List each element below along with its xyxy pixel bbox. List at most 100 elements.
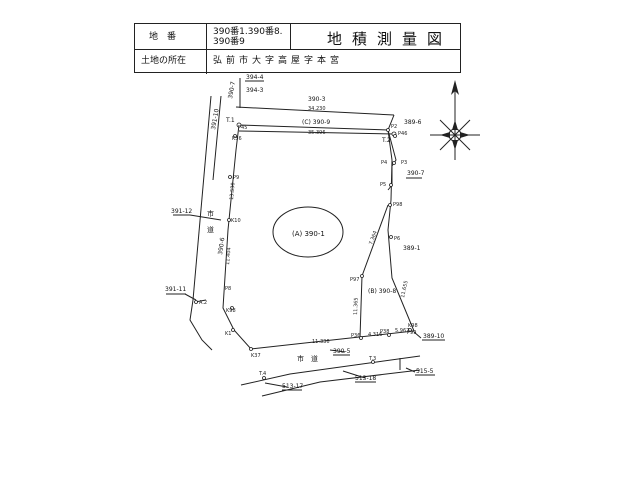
point-p36	[359, 336, 363, 340]
label-513-18: 513-18	[355, 375, 376, 382]
label-parcel-a: (A) 390-1	[292, 230, 325, 238]
label-389-10: 389-10	[423, 333, 444, 340]
label-390-7-right: 390-7	[407, 170, 425, 177]
point-t1	[236, 122, 242, 128]
location-label: 土地の所在	[141, 56, 187, 66]
leader-513-18	[342, 370, 366, 379]
label-p9: P9	[233, 175, 239, 181]
point-k37	[249, 347, 253, 351]
leader-389-10	[413, 331, 422, 339]
label-389-6: 389-6	[404, 119, 422, 126]
point-k98	[408, 328, 412, 332]
label-k10: K10	[231, 218, 241, 224]
point-p4	[392, 161, 396, 165]
road-bottom-label: 市 道	[297, 354, 318, 363]
label-k98-left: K98	[226, 308, 236, 314]
label-p3: P3	[401, 160, 407, 166]
label-390-6: 390-6	[217, 237, 226, 255]
point-p6	[389, 235, 393, 239]
label-t3: T.3	[368, 356, 376, 362]
dist-right-lower: 11.365	[353, 297, 360, 315]
leader-390-5	[329, 349, 346, 353]
leader-513-17	[264, 382, 288, 388]
label-394-3: 394-3	[246, 87, 264, 94]
dist-bottom-right-a: 4.316	[368, 332, 382, 338]
label-t2: T.2	[381, 137, 391, 144]
label-p99: P99	[407, 330, 416, 336]
label-p36: P36	[351, 333, 360, 339]
label-parcel-c: (C) 390-9	[302, 119, 330, 126]
label-p6: P6	[394, 236, 400, 242]
dist-bottom-right-b: 5.967	[395, 328, 409, 334]
dist-mid-left: 13.530	[229, 182, 237, 200]
document-title: 地積測量図	[327, 30, 453, 48]
label-k1: K1	[225, 331, 231, 337]
label-394-4: 394-4	[246, 74, 264, 81]
divider-b	[359, 204, 389, 339]
chiban-value-1: 390番1.390番8.	[213, 27, 283, 37]
point-t4	[262, 376, 266, 380]
label-p5: P5	[380, 182, 386, 188]
label-p2: P2	[391, 124, 397, 130]
label-p4: P4	[381, 160, 387, 166]
point-k1	[231, 328, 235, 332]
label-p45: P45	[238, 125, 247, 131]
road-left-outer	[192, 95, 212, 301]
boundary-right-top	[387, 114, 395, 131]
point-p2	[386, 128, 390, 132]
parcel-boundary	[222, 124, 415, 350]
header-row-divider	[135, 24, 460, 50]
label-t1: T.1	[225, 117, 235, 124]
road-bottom-upper	[240, 355, 421, 386]
road-bottom-lower	[261, 369, 421, 397]
label-390-3: 390-3	[308, 96, 326, 103]
point-a2	[194, 300, 198, 304]
label-p98: P98	[393, 202, 402, 208]
road-left-char-1: 市	[207, 209, 214, 218]
label-390-5: 390-5	[333, 348, 351, 355]
point-p38	[387, 333, 391, 337]
label-p38: P38	[380, 329, 389, 335]
boundary-top-upper	[235, 106, 395, 116]
point-p5	[389, 183, 393, 187]
header-col-divider-1	[206, 24, 207, 74]
dist-bottom: 11.336	[312, 339, 330, 345]
location-value: 弘前市大字高屋字本宮	[213, 56, 344, 66]
dist-right-far: 11.655	[400, 280, 410, 298]
label-k98: K98	[408, 323, 418, 329]
point-k10	[227, 218, 231, 222]
point-t3	[371, 360, 375, 364]
label-513-17: 513-17	[282, 383, 303, 390]
label-a2: A.2	[199, 300, 207, 306]
divider-c-a	[238, 130, 395, 135]
dist-left-side: 11.404	[225, 247, 233, 265]
point-p8	[230, 306, 234, 310]
label-389-1: 389-1	[403, 245, 421, 252]
label-k37: K37	[251, 353, 261, 359]
dist-top-lower: 35.396	[308, 130, 326, 136]
label-p97: P97	[350, 277, 359, 283]
label-parcel-b: (B) 390-8	[368, 288, 396, 295]
point-p98	[388, 203, 392, 207]
leader-391-12	[189, 214, 222, 221]
dist-right-diag: 7.364	[368, 230, 379, 246]
point-p97	[360, 274, 364, 278]
chiban-value-2: 390番9	[213, 37, 245, 47]
leader-515-5	[405, 367, 416, 373]
road-left-lower	[189, 299, 213, 351]
label-p8: P8	[225, 286, 231, 292]
label-391-10: 391-10	[210, 108, 221, 130]
leader-391-11	[184, 293, 197, 301]
label-515-5: 515-5	[416, 368, 434, 375]
compass-arrows	[440, 80, 470, 150]
point-p46	[393, 134, 397, 138]
label-p46: P46	[398, 131, 407, 137]
chiban-label: 地 番	[149, 32, 177, 42]
road-left-char-2: 道	[207, 225, 214, 234]
header-col-divider-2	[290, 24, 291, 49]
road-left-inner	[212, 95, 222, 181]
point-k56	[233, 134, 237, 138]
label-390-7-top: 390-7	[227, 81, 237, 100]
point-p9	[228, 175, 232, 179]
